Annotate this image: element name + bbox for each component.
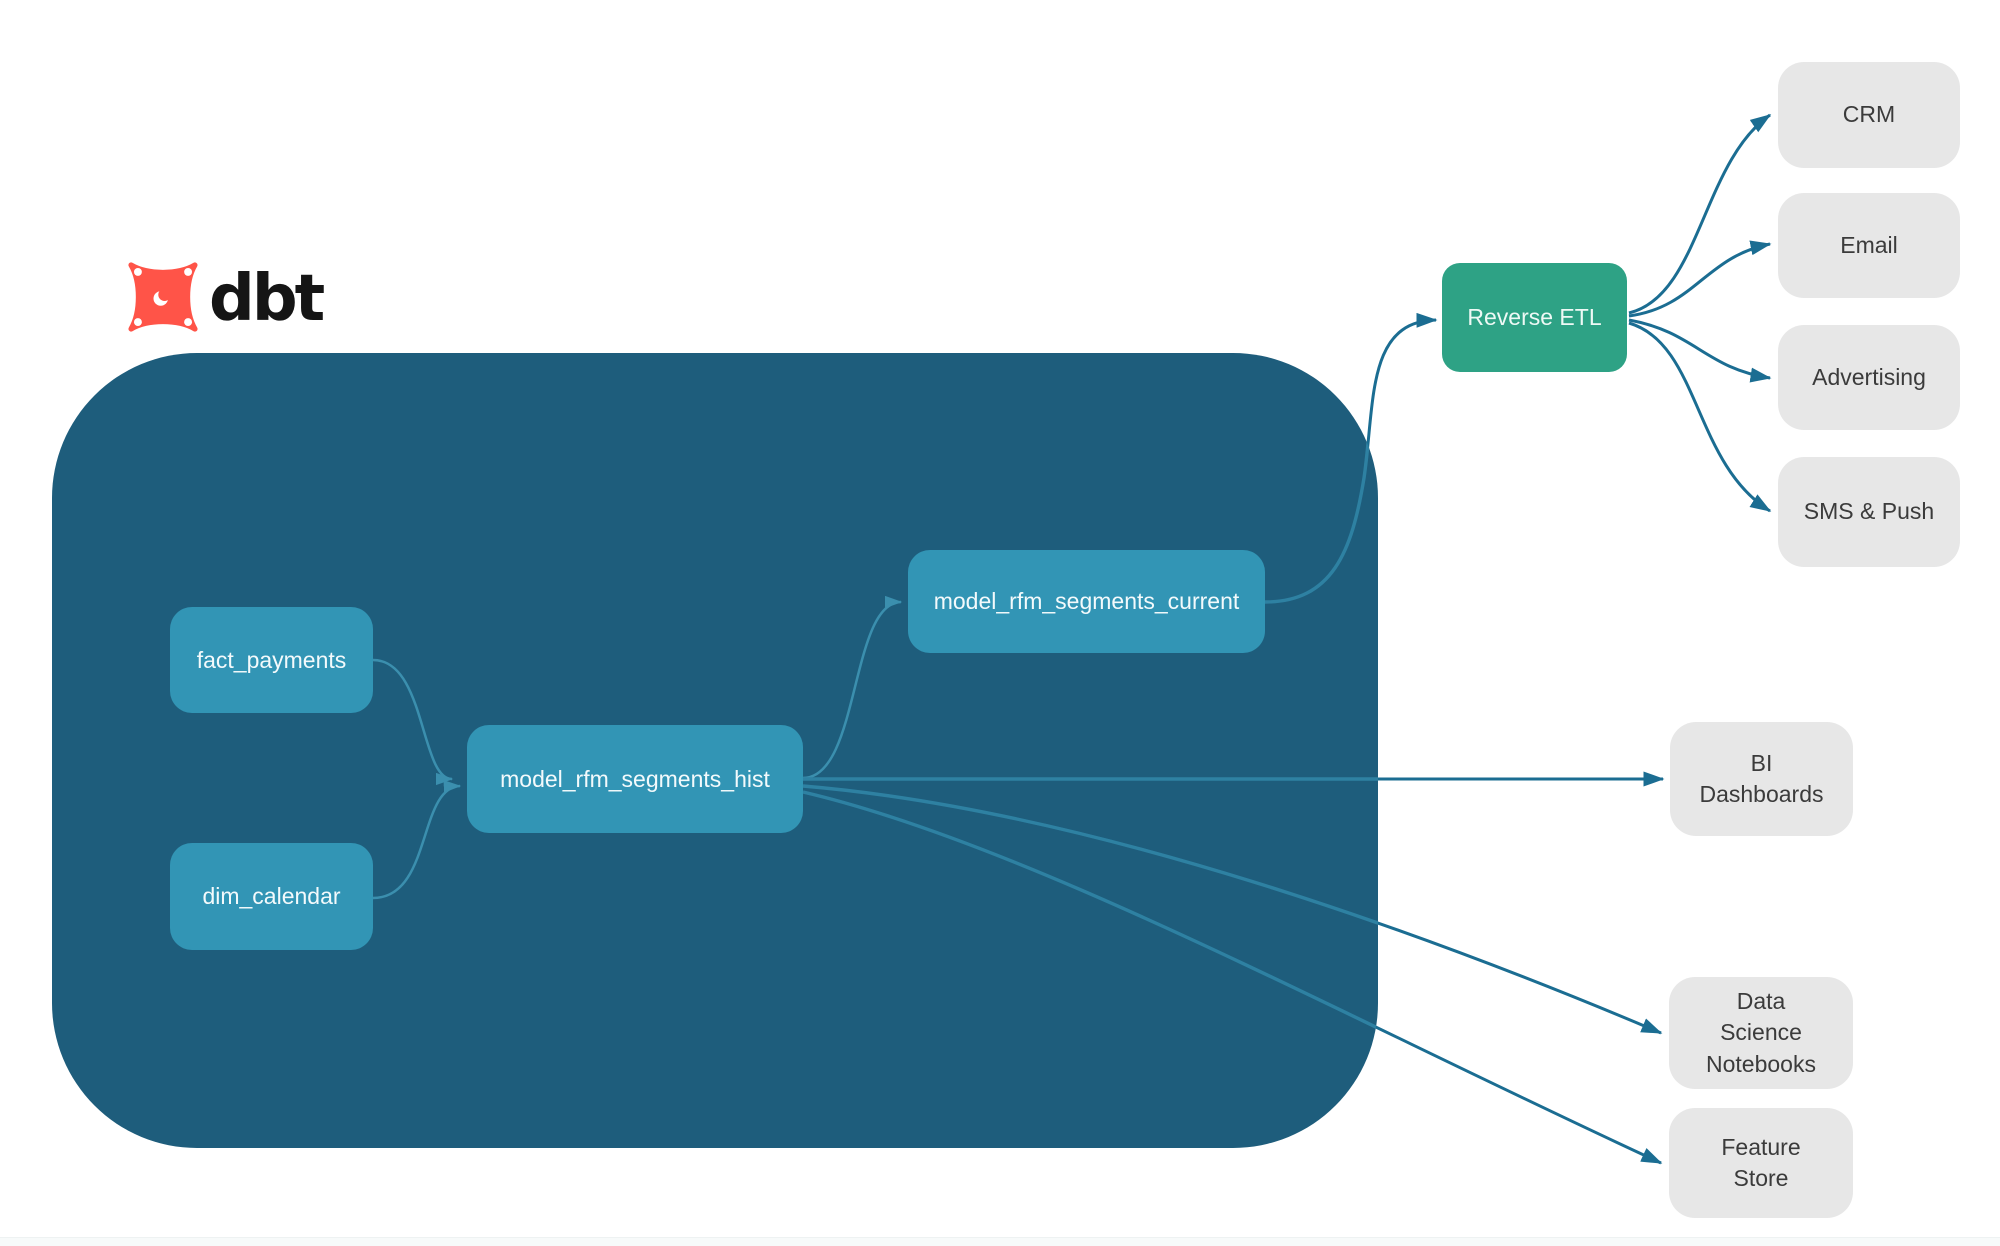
edge-etl-to-advertising	[1628, 318, 1772, 383]
node-bi-dashboards: BI Dashboards	[1670, 722, 1853, 836]
node-model-rfm-segments-hist: model_rfm_segments_hist	[467, 725, 803, 833]
node-sms-push: SMS & Push	[1778, 457, 1960, 567]
node-advertising: Advertising	[1778, 325, 1960, 430]
dbt-logo: dbt	[125, 258, 325, 336]
node-label: dim_calendar	[202, 883, 341, 909]
edge-etl-to-sms-push	[1628, 321, 1772, 513]
edges-reverse-etl-fanout	[1628, 113, 1772, 513]
node-label: Reverse ETL	[1467, 304, 1602, 330]
node-model-rfm-segments-current: model_rfm_segments_current	[908, 550, 1265, 653]
node-label: model_rfm_segments_current	[933, 588, 1240, 614]
node-label: model_rfm_segments_hist	[500, 765, 770, 792]
dbt-logo-text: dbt	[209, 262, 325, 336]
node-label: Data Science Notebooks	[1706, 988, 1816, 1077]
edge-etl-to-crm	[1628, 113, 1772, 315]
dbt-logo-icon	[128, 262, 198, 332]
edge-etl-to-email	[1628, 240, 1772, 318]
node-label: Feature Store	[1721, 1133, 1801, 1191]
node-label: Advertising	[1812, 363, 1926, 390]
node-data-science-notebooks: Data Science Notebooks	[1669, 977, 1853, 1089]
node-fact-payments: fact_payments	[170, 607, 373, 713]
node-label: Email	[1840, 231, 1898, 258]
node-label: SMS & Push	[1803, 498, 1935, 525]
node-email: Email	[1778, 193, 1960, 298]
node-label: BI Dashboards	[1699, 749, 1824, 807]
node-feature-store: Feature Store	[1669, 1108, 1853, 1218]
bottom-edge-strip	[0, 1237, 2000, 1246]
node-label: fact_payments	[196, 646, 347, 673]
node-reverse-etl: Reverse ETL	[1442, 263, 1627, 372]
node-crm: CRM	[1778, 62, 1960, 168]
node-dim-calendar: dim_calendar	[170, 843, 373, 950]
node-label: CRM	[1842, 101, 1896, 128]
